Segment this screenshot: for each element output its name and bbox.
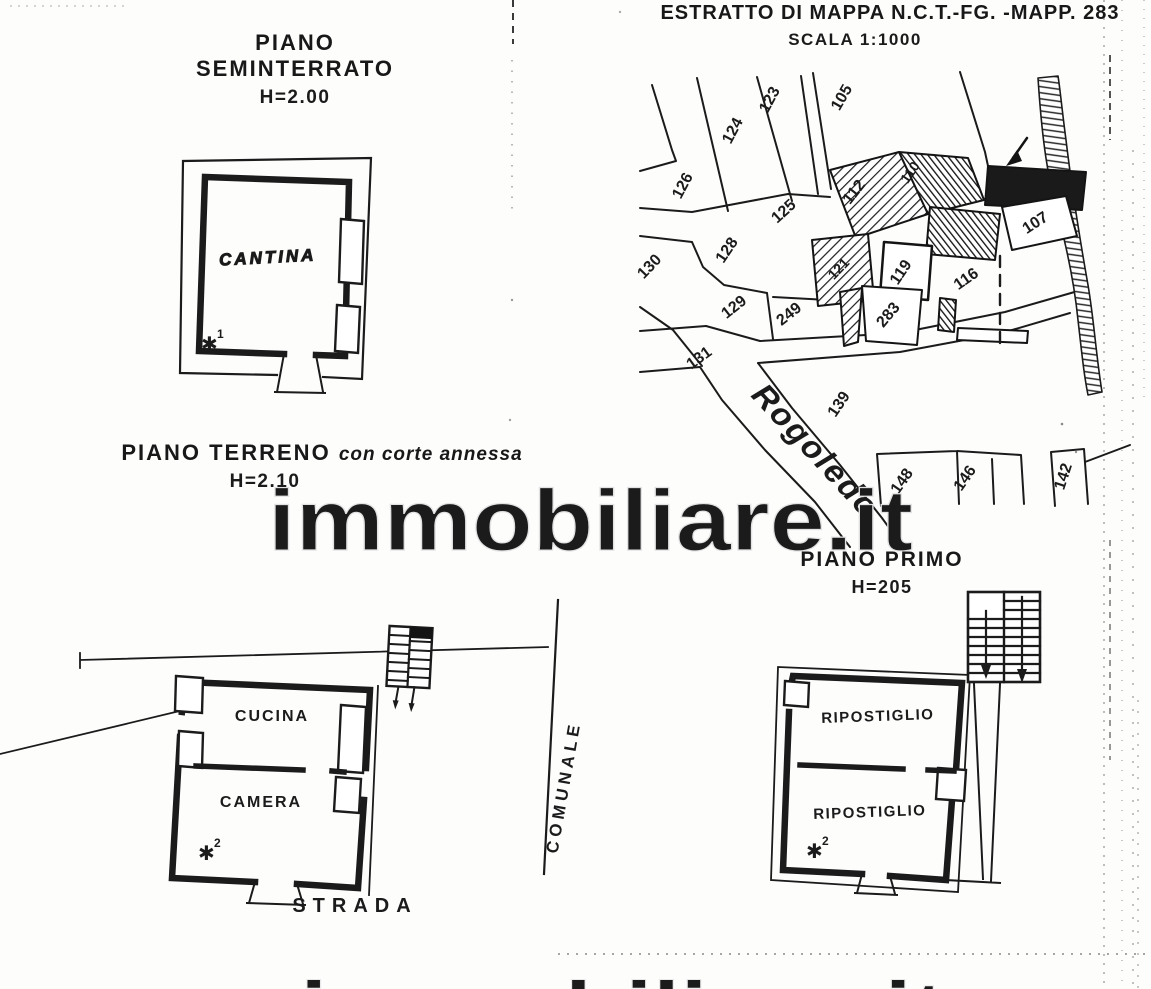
reference-mark-2: ✱ — [198, 841, 215, 865]
comunale-road-line — [542, 598, 560, 876]
terreno-height: H=2.10 — [229, 471, 301, 492]
room-label-ripostiglio-2: RIPOSTIGLIO — [813, 802, 927, 823]
reference-mark-3-num: 2 — [822, 834, 829, 848]
room-label-ripostiglio-1: RIPOSTIGLIO — [821, 706, 935, 727]
seminterrato-title-block: PIANO SEMINTERRATO H=2.00 — [155, 30, 435, 109]
cantina-floorplan: CANTINA ✱ 1 — [178, 156, 373, 395]
room-label-camera: CAMERA — [220, 794, 302, 811]
parcel-128-label: 128 — [713, 235, 742, 267]
parcel-116-label: 116 — [951, 265, 982, 294]
map-arrow-head-icon — [1006, 150, 1022, 166]
room-label-cucina: CUCINA — [235, 708, 309, 725]
seminterrato-title: PIANO SEMINTERRATO — [196, 30, 394, 81]
map-title-block: ESTRATTO DI MAPPA N.C.T.-FG. -MAPP. 283 … — [635, 2, 1145, 50]
primo-title: PIANO PRIMO — [800, 548, 964, 571]
terreno-stair — [385, 624, 434, 713]
scan-artifacts — [10, 0, 1150, 989]
reference-mark-3: ✱ — [806, 839, 823, 863]
reference-mark-1-num: 1 — [217, 327, 224, 341]
strada-label: STRADA — [292, 895, 417, 917]
parcel-129-label: 129 — [718, 292, 750, 322]
terreno-title-block: PIANO TERRENO con corte annessa H=2.10 — [75, 440, 569, 493]
parcel-139-label: 139 — [825, 389, 854, 421]
watermark-immobiliare-partial: immobiliare.it — [300, 965, 945, 989]
room-label-cantina: CANTINA — [219, 245, 317, 269]
primo-height: H=205 — [851, 577, 913, 597]
watermark-immobiliare: immobiliare.it — [268, 473, 913, 569]
map-title: ESTRATTO DI MAPPA N.C.T.-FG. -MAPP. 283 — [660, 2, 1120, 24]
seminterrato-height: H=2.00 — [259, 87, 331, 108]
watermark: immobiliare.it immobiliare.it — [267, 472, 945, 989]
reference-mark-1: ✱ — [201, 332, 218, 356]
building-cluster — [811, 151, 1087, 347]
parcel-126-label: 126 — [669, 170, 697, 202]
map-scale: SCALA 1:1000 — [788, 30, 922, 49]
parcel-105-label: 105 — [828, 82, 856, 114]
parcel-125-label: 125 — [768, 196, 799, 227]
terreno-subtitle: con corte annessa — [338, 444, 523, 465]
parcel-249-label: 249 — [773, 299, 805, 329]
parcel-142-label: 142 — [1052, 461, 1076, 492]
parcel-124-label: 124 — [719, 115, 747, 147]
parcel-146-label: 146 — [951, 463, 980, 495]
terreno-floorplan: CUCINA CAMERA ✱ 2 STRADA COMUNALE — [0, 598, 585, 917]
primo-floorplan: RIPOSTIGLIO RIPOSTIGLIO ✱ 2 — [770, 590, 1042, 897]
terreno-title: PIANO TERRENO — [121, 440, 331, 465]
primo-stair — [966, 590, 1042, 684]
parcel-130-label: 130 — [634, 251, 665, 282]
reference-mark-2-num: 2 — [214, 836, 221, 850]
primo-title-block: PIANO PRIMO H=205 — [772, 548, 992, 598]
